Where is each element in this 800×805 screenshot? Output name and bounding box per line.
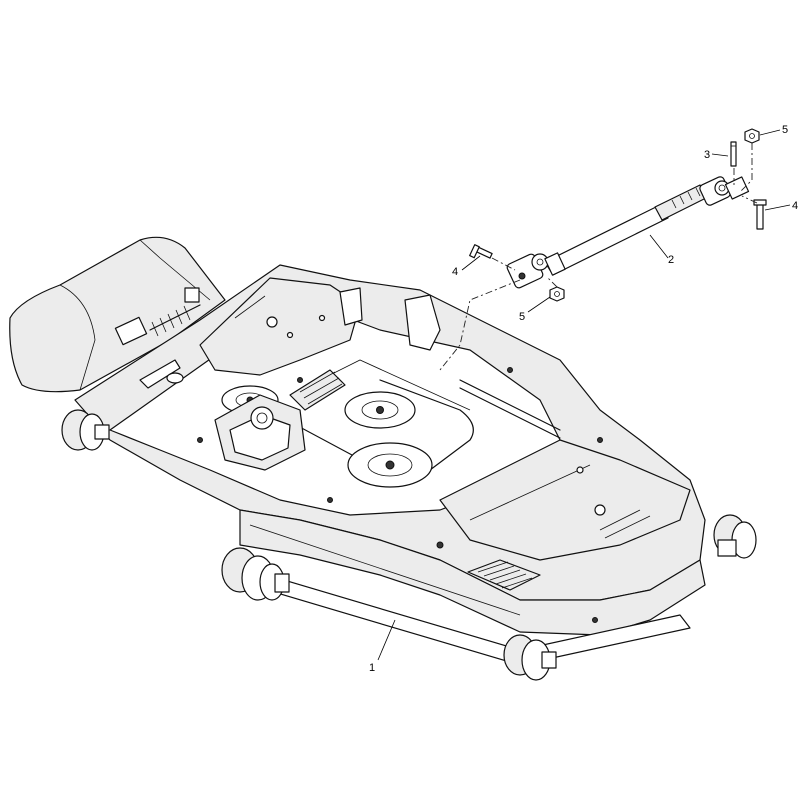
pulley-center	[344, 391, 416, 429]
assembly-lines	[439, 143, 758, 371]
u-joint-upper	[699, 176, 750, 206]
gearbox	[214, 369, 346, 471]
callout-3: 3	[704, 149, 710, 161]
wheel-left-front	[221, 547, 290, 601]
deck-fasteners	[197, 367, 603, 623]
callout-4-right: 4	[792, 200, 798, 212]
left-belt-cover	[199, 277, 361, 376]
callout-5-lower: 5	[519, 311, 525, 323]
discharge-chute	[9, 236, 226, 393]
lift-spring	[114, 287, 201, 346]
u-joint-lower	[506, 252, 566, 289]
leader-lines	[377, 129, 791, 661]
height-lever	[139, 359, 181, 389]
pulley-right	[347, 442, 433, 488]
mower-deck	[9, 236, 706, 666]
bolt-lower	[469, 244, 493, 259]
wheel-left-rear	[61, 409, 110, 451]
support-rod	[459, 379, 561, 431]
bracket-right-top	[404, 294, 441, 351]
driveshaft	[506, 176, 750, 289]
nut-lower	[549, 286, 565, 302]
callout-5-upper: 5	[782, 124, 788, 136]
roll-pin	[730, 141, 737, 167]
bolt-upper	[753, 199, 767, 230]
bracket-mid-top	[339, 287, 363, 326]
callout-1: 1	[369, 662, 375, 674]
deck-front-skirt	[239, 509, 706, 636]
nut-upper	[744, 128, 760, 144]
callout-2: 2	[668, 254, 674, 266]
wheel-right-rear	[713, 514, 757, 559]
wheel-right-front	[503, 634, 557, 681]
callout-4-left: 4	[452, 266, 458, 278]
right-belt-cover	[439, 439, 691, 561]
step-plate	[467, 559, 541, 591]
